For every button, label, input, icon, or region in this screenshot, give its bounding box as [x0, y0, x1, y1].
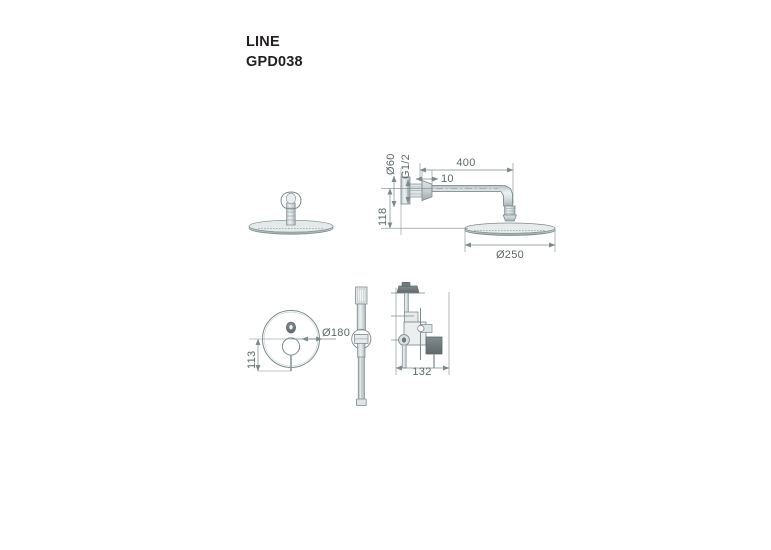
dim-flange-diameter-text: Ø60	[385, 153, 397, 175]
dimension-flange-diameter: Ø60	[385, 153, 397, 208]
dim-arm-length-text: 400	[456, 157, 475, 169]
dim-plate-offset-text: 113	[246, 351, 258, 369]
dim-plate-diameter-text: Ø180	[322, 327, 350, 339]
dimension-thread: G1/2	[400, 154, 412, 204]
view-valve-body-side: 132	[391, 282, 450, 378]
product-line-label: LINE	[246, 34, 280, 50]
dim-thread-text: G1/2	[400, 154, 412, 179]
dimension-drop-height: 118	[377, 188, 468, 229]
dim-drop-height-text: 118	[377, 208, 389, 226]
page-title: LINE GPD038	[246, 32, 303, 72]
view-handshower-elevation	[351, 286, 372, 406]
dimension-arm-length: 400	[419, 157, 514, 204]
dimension-valve-depth: 132	[395, 365, 450, 378]
dimension-plate-diameter: Ø180	[291, 327, 350, 342]
view-shower-arm-elevation: Ø60 G1/2 10	[377, 153, 556, 261]
view-control-plate-front: Ø180 113	[246, 310, 350, 372]
dim-head-diameter-text: Ø250	[496, 249, 524, 261]
dimension-head-diameter: Ø250	[464, 228, 556, 261]
dimension-plate-offset: 113	[246, 338, 291, 372]
dim-valve-depth-text: 132	[412, 366, 431, 378]
dim-flange-depth-text: 10	[441, 173, 454, 185]
product-code-label: GPD038	[246, 54, 303, 70]
view-shower-head-perspective	[248, 191, 334, 235]
dimension-flange-depth: 10	[415, 170, 454, 186]
